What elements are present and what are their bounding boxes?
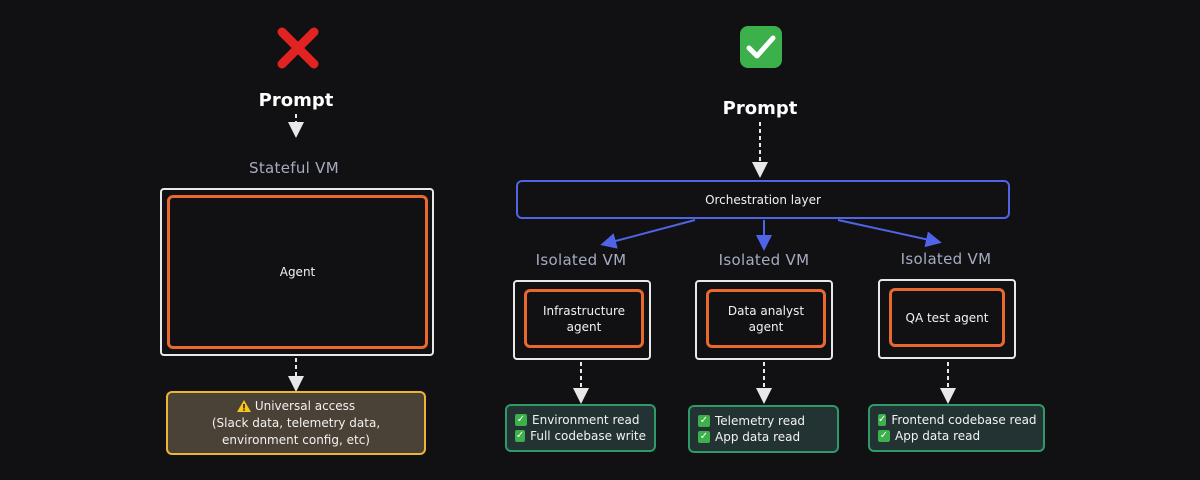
left-prompt-label: Prompt: [258, 89, 334, 111]
vm2-agent-line-1: Data analyst: [727, 303, 805, 318]
orchestration-layer-box: Orchestration layer: [516, 180, 1010, 219]
orch-arrow-3: [837, 219, 942, 248]
infrastructure-agent-box: Infrastructure agent: [524, 289, 644, 348]
isolated-vm-box-3: [878, 279, 1016, 359]
universal-access-box: Universal access (Slack data, telemetry …: [166, 391, 426, 455]
vm1-agent-line-2: agent: [566, 319, 602, 334]
qa-test-agent-box: QA test agent: [889, 288, 1005, 347]
stateful-vm-label: Stateful VM: [249, 159, 339, 177]
right-prompt-label: Prompt: [722, 97, 798, 119]
permission-box-1: ✓Environment read ✓Full codebase write: [505, 404, 656, 452]
permission-item: ✓Telemetry read: [698, 414, 806, 428]
check-icon: ✓: [698, 431, 710, 443]
stateful-vm-box: [160, 188, 434, 356]
check-icon: ✓: [698, 415, 710, 427]
permission-item: ✓Environment read: [515, 413, 640, 427]
check-mark-icon: [738, 24, 784, 70]
agent-label: Agent: [279, 265, 316, 279]
isolated-vm-label-1: Isolated VM: [535, 251, 627, 269]
vm1-agent-line-1: Infrastructure: [542, 303, 626, 318]
orch-arrow-1: [600, 219, 696, 249]
isolated-vm-label-2: Isolated VM: [718, 251, 810, 269]
check-icon: ✓: [515, 430, 526, 442]
vm3-agent-line-1: QA test agent: [905, 310, 989, 325]
permission-box-2: ✓Telemetry read ✓App data read: [688, 405, 839, 453]
access-detail-1: (Slack data, telemetry data,: [211, 415, 381, 430]
permission-item: ✓Frontend codebase read: [878, 413, 1037, 427]
warning-icon: [236, 400, 251, 412]
check-icon: ✓: [878, 430, 890, 442]
isolated-vm-label-3: Isolated VM: [900, 250, 992, 268]
permission-item: ✓App data read: [878, 429, 981, 443]
access-title: Universal access: [254, 398, 356, 413]
cross-mark-icon: [276, 26, 320, 70]
access-detail-2: environment config, etc): [222, 432, 370, 447]
check-icon: ✓: [878, 414, 887, 426]
permission-box-3: ✓Frontend codebase read ✓App data read: [868, 404, 1045, 452]
agent-box: Agent: [167, 195, 428, 349]
check-icon: ✓: [515, 414, 527, 426]
permission-item: ✓App data read: [698, 430, 801, 444]
isolated-vm-box-1: [513, 280, 651, 360]
orchestration-label: Orchestration layer: [705, 192, 821, 207]
permission-item: ✓Full codebase write: [515, 429, 646, 443]
vm2-agent-line-2: agent: [748, 319, 784, 334]
isolated-vm-box-2: [695, 280, 833, 360]
data-analyst-agent-box: Data analyst agent: [706, 289, 826, 348]
